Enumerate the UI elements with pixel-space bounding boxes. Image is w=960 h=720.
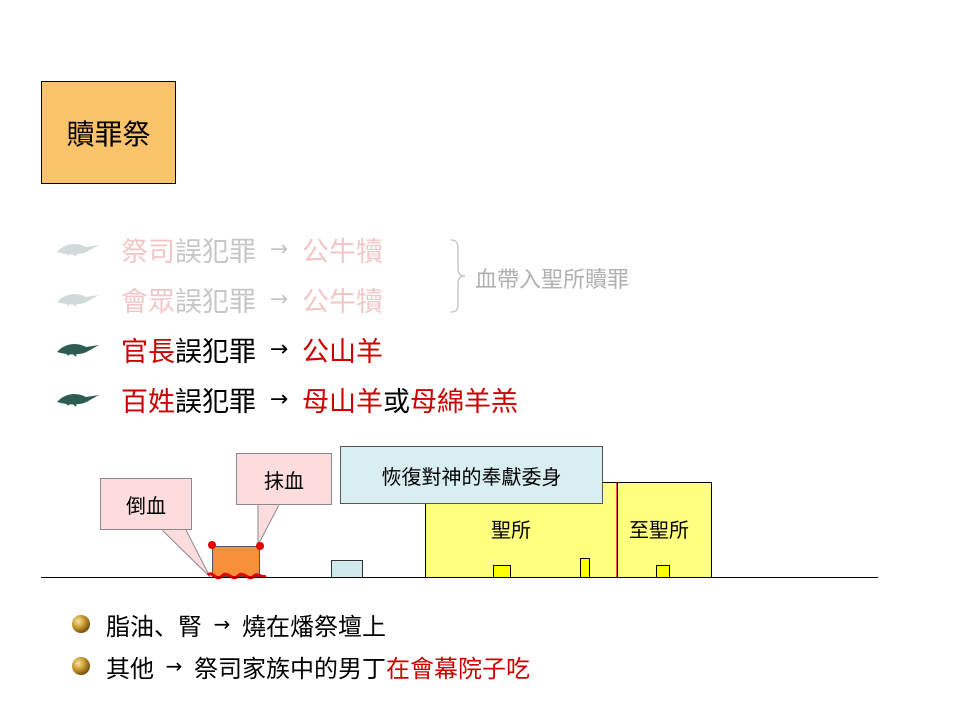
note-text-highlight: 在會幕院子吃 [386, 654, 530, 683]
alt-animal-label: 母綿羊羔 [410, 386, 518, 418]
conjunction-label: 或 [383, 386, 410, 418]
offerer-label: 會眾 [121, 286, 175, 318]
bird-icon [57, 244, 99, 257]
holy-place-label: 聖所 [491, 518, 531, 542]
arrow-icon: → [269, 386, 289, 412]
dedication-label: 恢復對神的奉獻委身 [381, 464, 562, 489]
offerer-label: 祭司 [121, 236, 175, 268]
most-holy-place-label: 至聖所 [629, 518, 689, 542]
dedication-callout: 恢復對神的奉獻委身 [340, 446, 603, 504]
bird-icon [57, 394, 99, 407]
note-subject: 其他 [106, 654, 154, 683]
right-brace-icon [450, 239, 466, 313]
note-row-other: 其他 → 祭司家族中的男丁在會幕院子吃 [70, 648, 530, 684]
page-title: 贖罪祭 [41, 81, 176, 184]
pour-blood-callout: 倒血 [100, 478, 192, 530]
sin-label: 誤犯罪 [175, 386, 256, 418]
bird-icon [57, 344, 99, 357]
offering-row-ruler: 官長誤犯罪 → 公山羊 [55, 329, 383, 369]
orb-icon [72, 615, 90, 633]
arrow-icon: → [269, 336, 289, 362]
veil-line [616, 483, 617, 577]
smear-blood-callout: 抹血 [236, 453, 332, 505]
bird-icon [57, 294, 99, 307]
arrow-icon: → [213, 612, 231, 636]
arrow-icon: → [269, 236, 289, 262]
brace-note: 血帶入聖所贖罪 [475, 268, 630, 293]
note-text: 祭司家族中的男丁 [194, 654, 386, 683]
pour-blood-label: 倒血 [126, 493, 166, 518]
sin-label: 誤犯罪 [175, 236, 256, 268]
most-holy-place [617, 482, 712, 578]
animal-label: 母山羊 [302, 386, 383, 418]
animal-label: 公牛犢 [302, 286, 383, 318]
laver [331, 560, 363, 578]
note-row-fat: 脂油、腎 → 燒在燔祭壇上 [70, 606, 386, 642]
arrow-icon: → [165, 654, 183, 678]
animal-label: 公山羊 [302, 336, 383, 368]
orb-icon [72, 657, 90, 675]
blood-marks [206, 541, 267, 580]
incense-altar-shape [580, 558, 590, 578]
offering-row-people: 百姓誤犯罪 → 母山羊或母綿羊羔 [55, 379, 518, 419]
offerer-label: 百姓 [121, 386, 175, 418]
sin-label: 誤犯罪 [175, 336, 256, 368]
arrow-icon: → [269, 286, 289, 312]
offering-row-priest: 祭司誤犯罪 → 公牛犢 [55, 229, 383, 269]
note-subject: 脂油、腎 [106, 612, 202, 641]
note-text: 燒在燔祭壇上 [242, 612, 386, 641]
offering-row-congregation: 會眾誤犯罪 → 公牛犢 [55, 279, 383, 319]
animal-label: 公牛犢 [302, 236, 383, 268]
sin-label: 誤犯罪 [175, 286, 256, 318]
smear-blood-label: 抹血 [264, 468, 304, 493]
ground-line [41, 577, 878, 578]
offerer-label: 官長 [121, 336, 175, 368]
